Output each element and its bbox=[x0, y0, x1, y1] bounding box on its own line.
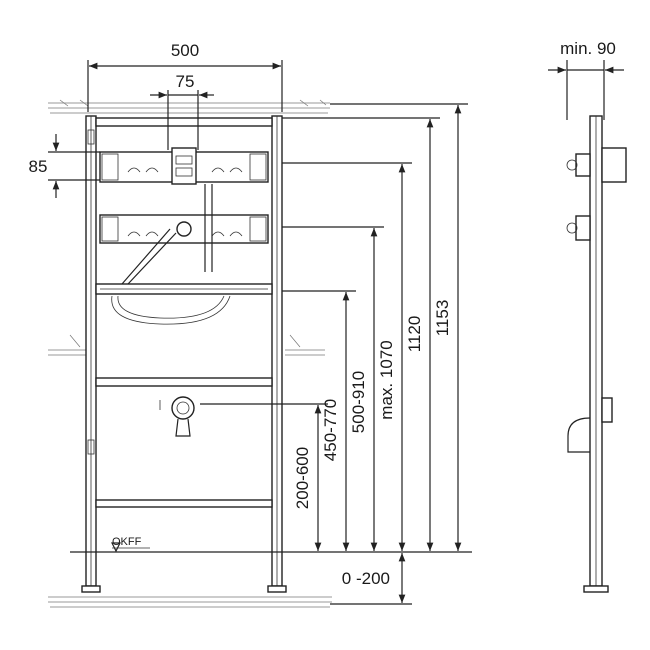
label-min-90: min. 90 bbox=[560, 39, 616, 58]
bottom-rail bbox=[95, 499, 273, 508]
center-connector bbox=[171, 147, 197, 185]
dim-500: 500 bbox=[87, 41, 283, 112]
right-foot bbox=[267, 585, 287, 593]
lower-mounting-plate bbox=[99, 214, 269, 244]
valve-fitting bbox=[176, 221, 192, 237]
side-view: min. 90 bbox=[548, 39, 627, 593]
label-75: 75 bbox=[176, 72, 195, 91]
dim-0-200: 0 -200 bbox=[330, 553, 412, 605]
dim-85: 85 bbox=[29, 134, 100, 198]
drain-bar bbox=[95, 377, 273, 387]
label-1120: 1120 bbox=[405, 316, 424, 353]
label-1153: 1153 bbox=[433, 300, 452, 337]
label-max-1070: max. 1070 bbox=[377, 340, 396, 419]
label-85: 85 bbox=[29, 157, 48, 176]
supply-pipes bbox=[121, 184, 213, 285]
side-foot bbox=[583, 585, 609, 593]
dim-75: 75 bbox=[150, 72, 214, 150]
drain-outlet bbox=[171, 396, 195, 420]
middle-wall-hatch bbox=[48, 334, 325, 356]
bottom-floor-hatch bbox=[48, 596, 332, 608]
left-foot bbox=[81, 585, 101, 593]
dim-1153: 1153 bbox=[330, 103, 468, 551]
front-view-frame bbox=[81, 115, 287, 593]
dim-200-600: 200-600 bbox=[200, 403, 328, 551]
label-okff: OKFF bbox=[112, 536, 142, 548]
label-500-910: 500-910 bbox=[349, 371, 368, 433]
floor-reference-line: OKFF bbox=[70, 536, 472, 553]
dim-1120: 1120 bbox=[282, 117, 440, 551]
upper-mounting-plate bbox=[99, 147, 269, 185]
label-200-600: 200-600 bbox=[293, 447, 312, 509]
dim-450-770: 450-770 bbox=[282, 290, 356, 551]
dim-500-910: 500-910 bbox=[282, 226, 384, 551]
label-500: 500 bbox=[171, 41, 199, 60]
dim-max-1070: max. 1070 bbox=[282, 162, 412, 551]
side-connector bbox=[601, 147, 627, 183]
label-450-770: 450-770 bbox=[321, 399, 340, 461]
crossbar-assembly bbox=[95, 283, 273, 325]
top-wall-hatch bbox=[48, 99, 330, 114]
drain-assembly bbox=[95, 377, 273, 437]
label-0-200: 0 -200 bbox=[342, 569, 390, 588]
top-rail bbox=[95, 117, 273, 127]
